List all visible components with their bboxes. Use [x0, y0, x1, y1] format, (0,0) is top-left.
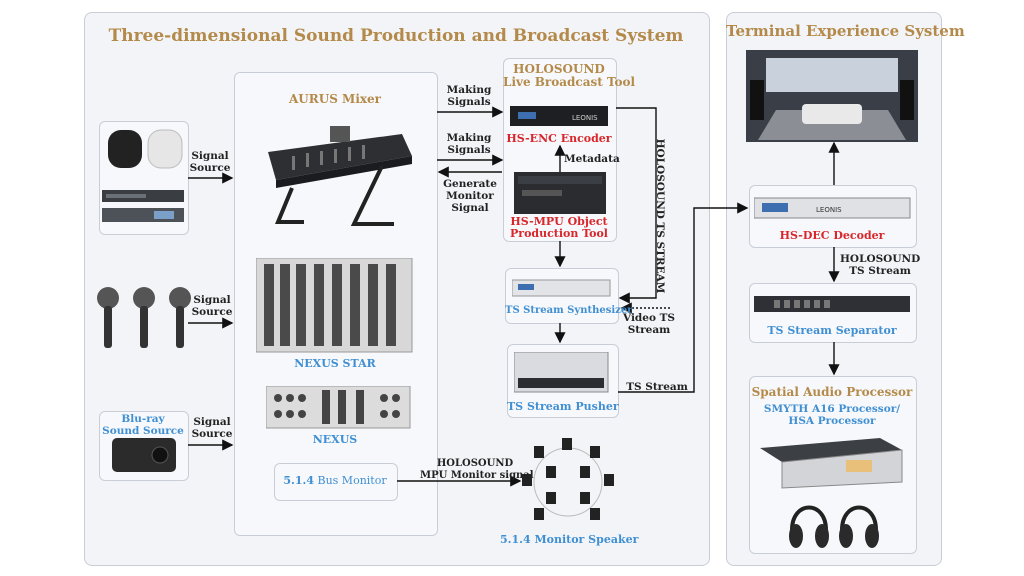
bluray-player-image [112, 438, 176, 472]
mpu-device-image [514, 172, 606, 214]
terminal-system-title: Terminal Experience System [726, 22, 965, 40]
nexus-star-label: NEXUS STAR [294, 357, 376, 370]
mixer-title: AURUS Mixer [288, 92, 381, 106]
encoder-brand-text: LEONIS [572, 114, 598, 122]
encoder-label: HS-ENC Encoder [506, 132, 612, 145]
monitor-speaker-label: 5.1.4 Monitor Speaker [500, 533, 639, 546]
encoder-device-image: LEONIS [510, 106, 608, 126]
nexus-label: NEXUS [312, 433, 358, 446]
holosound-ts-stream-vertical-label: HOLOSOUND TS STREAM [654, 138, 666, 294]
monitor-speakers-image [522, 438, 614, 520]
decoder-brand-text: LEONIS [816, 206, 842, 214]
bus-monitor-box [274, 463, 398, 501]
separator-box [749, 283, 917, 343]
spatial-processor-device-image [760, 438, 903, 489]
audio-interface-image [102, 190, 184, 222]
pusher-label: TS Stream Pusher [507, 400, 619, 413]
separator-label: TS Stream Separator [767, 324, 897, 337]
home-theater-image [746, 50, 918, 142]
synthesizer-device-image [512, 279, 611, 297]
microphones-image [97, 287, 191, 348]
mixer-console-image [268, 126, 412, 226]
pusher-device-image [514, 352, 609, 393]
metadata-label: Metadata [564, 153, 620, 165]
ts-stream-label: TS Stream [626, 381, 688, 393]
headphones-image [789, 505, 879, 548]
bus-monitor-text: Bus Monitor [317, 474, 387, 487]
spatial-processor-title: Spatial Audio Processor [751, 385, 913, 399]
decoder-label: HS-DEC Decoder [779, 229, 885, 242]
nexus-image [266, 386, 411, 429]
spatial-processor-sub: SMYTH A16 Processor/HSA Processor [763, 403, 901, 427]
separator-device-image [754, 296, 910, 312]
smart-speakers-image [108, 129, 183, 169]
production-system-title: Three-dimensional Sound Production and B… [108, 26, 684, 46]
decoder-device-image: LEONIS [754, 197, 911, 219]
synthesizer-label: TS Stream Synthesizer [505, 305, 633, 316]
bus-monitor-number: 5.1.4 [283, 474, 314, 487]
nexus-star-image [256, 258, 413, 353]
bus-monitor-label: 5.1.4 Bus Monitor [274, 474, 396, 487]
